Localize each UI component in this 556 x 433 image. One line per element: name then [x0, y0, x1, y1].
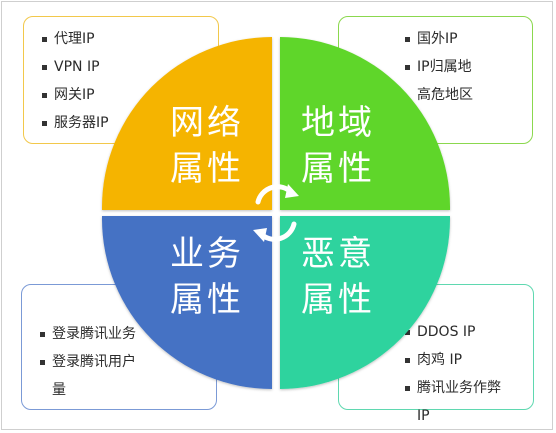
- list-item: 登录腾讯业务: [40, 320, 216, 348]
- malicious-quadrant-title: 恶意 属性: [293, 231, 383, 323]
- list-item: 代理IP: [42, 25, 218, 53]
- cycle-arrows-icon: [253, 184, 299, 242]
- list-item: 网关IP: [42, 81, 218, 109]
- business-quadrant: [102, 216, 272, 389]
- list-item: IP: [417, 408, 430, 424]
- network-quadrant: [102, 37, 272, 210]
- business-quadrant-title: 业务 属性: [162, 231, 252, 323]
- title-line: 属性: [301, 149, 375, 189]
- list-item: 腾讯业务作弊: [405, 374, 533, 402]
- title-line: 属性: [170, 149, 244, 189]
- list-item: DDOS IP: [405, 318, 533, 346]
- list-item: IP归属地: [405, 53, 532, 81]
- list-item: 肉鸡 IP: [405, 346, 533, 374]
- title-line: 属性: [170, 280, 244, 320]
- list-item: VPN IP: [42, 53, 218, 81]
- region-quadrant: [280, 37, 450, 210]
- title-line: 业务: [170, 234, 244, 274]
- title-line: 地域: [301, 103, 375, 143]
- region-quadrant-title: 地域 属性: [293, 100, 383, 192]
- list-item: 高危地区: [417, 87, 473, 103]
- network-quadrant-title: 网络 属性: [162, 100, 252, 192]
- list-item: 服务器IP: [42, 109, 218, 137]
- malicious-quadrant: [280, 216, 450, 389]
- list-item: 量: [52, 382, 66, 398]
- list-item: 登录腾讯用户: [40, 348, 216, 376]
- title-line: 网络: [170, 103, 244, 143]
- title-line: 属性: [301, 280, 375, 320]
- title-line: 恶意: [301, 234, 375, 274]
- list-item: 国外IP: [405, 25, 532, 53]
